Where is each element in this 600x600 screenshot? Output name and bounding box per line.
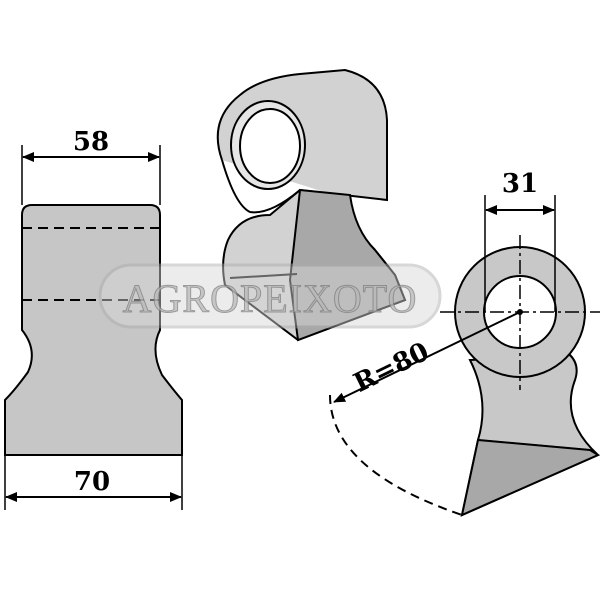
radius-80-label: R=80 [349, 337, 434, 399]
dimension-58-label: 58 [73, 127, 109, 157]
iso-bore-hole [239, 108, 301, 184]
dimension-31-label: 31 [502, 169, 538, 199]
side-view: 31 R=80 [329, 169, 600, 517]
watermark: AGROPEIXOTO [98, 263, 442, 329]
radius-line [333, 311, 521, 403]
watermark-text: AGROPEIXOTO [123, 276, 418, 321]
dimension-70-label: 70 [74, 467, 110, 497]
iso-blade-face [288, 188, 407, 342]
front-view: 58 70 [4, 127, 183, 510]
front-view-blade [4, 204, 183, 456]
isometric-view [216, 68, 407, 342]
radius-arc [329, 394, 463, 516]
